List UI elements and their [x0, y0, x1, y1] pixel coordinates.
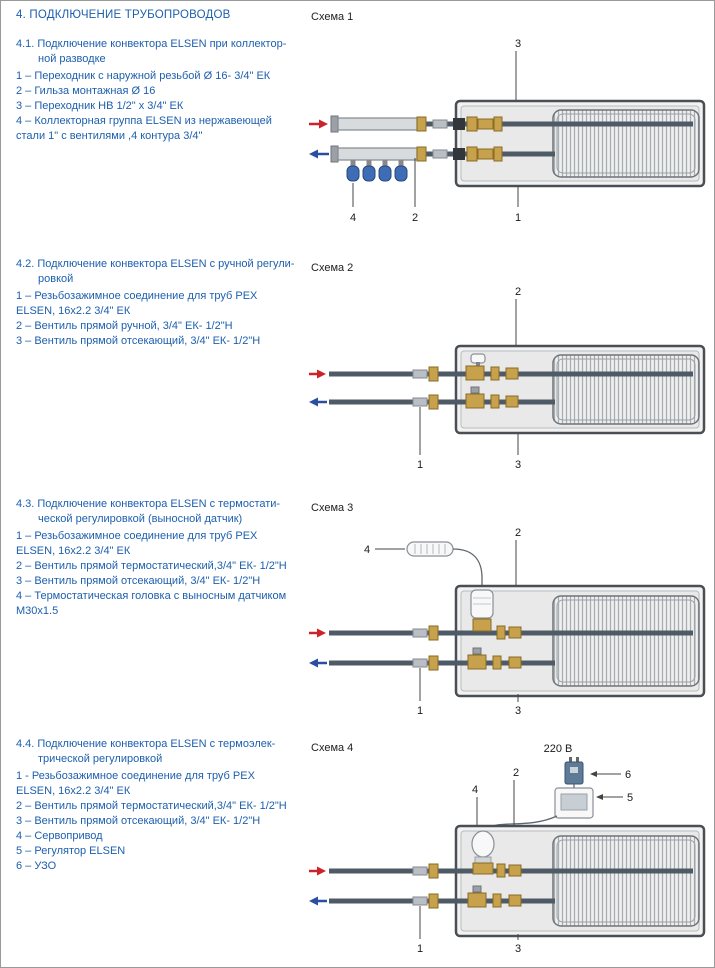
list-item: 2 – Вентиль прямой термостатический,3/4"…	[16, 800, 287, 812]
list-item: 1 - Резьбозажимное соединение для труб P…	[16, 770, 255, 797]
callout-4: 4	[472, 784, 478, 796]
shutoff-valve	[467, 885, 487, 908]
pipe-fittings	[412, 366, 519, 410]
list-item: 1 – Переходник с наружной резьбой Ø 16- …	[16, 70, 271, 82]
remote-sensor	[406, 541, 454, 557]
callout-3: 3	[515, 705, 521, 717]
scheme-4-label: Схема 4	[311, 742, 354, 754]
list-item: 5 – Регулятор ELSEN	[16, 845, 126, 857]
list-item: 3 – Вентиль прямой отсекающий, 3/4" ЕК- …	[16, 575, 261, 587]
list-item: 4 – Термостатическая головка с выносным …	[16, 590, 287, 617]
valve-cap	[470, 386, 480, 394]
supply-arrow	[309, 628, 326, 638]
list-item: 6 – УЗО	[16, 860, 57, 872]
callout-4: 4	[350, 212, 356, 224]
list-item: 3 – Вентиль прямой отсекающий, 3/4" ЕК- …	[16, 815, 261, 827]
callout-6: 6	[625, 769, 631, 781]
thermostatic-valve	[472, 862, 494, 875]
manual-valve	[465, 353, 486, 381]
supply-arrow	[309, 119, 328, 129]
manifold-valve-knobs	[346, 160, 408, 182]
heat-exchanger-fins	[552, 835, 700, 927]
pipe-fittings	[412, 863, 522, 909]
regulator	[554, 787, 594, 819]
mounting-sleeve	[432, 119, 448, 129]
valve-cap	[472, 885, 482, 893]
return-arrow	[309, 896, 327, 906]
section-title: 4.1. Подключение конвектора ELSEN при ко…	[16, 38, 287, 65]
callout-1: 1	[417, 943, 423, 955]
callout-2: 2	[515, 527, 521, 539]
supply-arrow	[309, 369, 326, 379]
regulator-screen	[560, 793, 588, 811]
manifold	[330, 115, 427, 182]
page-title: 4. ПОДКЛЮЧЕНИЕ ТРУБОПРОВОДОВ	[16, 9, 231, 21]
list-item: 2 – Вентиль прямой термостатический,3/4"…	[16, 560, 287, 572]
pipe-fittings	[412, 625, 522, 671]
callout-3: 3	[515, 459, 521, 471]
section-title: 4.3. Подключение конвектора ELSEN с терм…	[16, 498, 281, 525]
list-item: 1 – Резьбозажимное соединение для труб P…	[16, 290, 258, 317]
valve-handwheel	[470, 353, 486, 364]
list-item: 2 – Гильза монтажная Ø 16	[16, 85, 156, 97]
callout-5: 5	[627, 792, 633, 804]
list-item: 3 – Переходник НВ 1/2" х 3/4" ЕК	[16, 100, 184, 112]
scheme-3-label: Схема 3	[311, 502, 354, 514]
shutoff-valve	[465, 386, 485, 409]
scheme-3-diagram: 4 2	[309, 527, 706, 717]
section-4-2: 4.2. Подключение конвектора ELSEN с ручн…	[16, 257, 308, 349]
compression-fitting	[412, 896, 428, 906]
section-title: 4.4. Подключение конвектора ELSEN с терм…	[16, 738, 276, 765]
pipe-fittings	[432, 116, 503, 162]
callout-1: 1	[515, 212, 521, 224]
compression-fitting	[412, 866, 428, 876]
capillary-tube	[452, 548, 483, 589]
callout-3: 3	[515, 38, 521, 50]
callout-2: 2	[515, 286, 521, 298]
voltage-label: 220 В	[544, 743, 573, 755]
callout-4: 4	[364, 544, 370, 556]
list-item: 4 – Сервопривод	[16, 830, 103, 842]
heat-exchanger-fins	[552, 354, 700, 425]
supply-arrow	[309, 866, 326, 876]
valve-cap	[472, 647, 482, 655]
rcd-device	[564, 757, 584, 785]
compression-fitting	[412, 628, 428, 638]
section-4-4: 4.4. Подключение конвектора ELSEN с терм…	[16, 737, 308, 874]
mounting-sleeve	[432, 149, 448, 159]
compression-fitting	[412, 369, 428, 379]
section-4-3: 4.3. Подключение конвектора ELSEN с терм…	[16, 497, 308, 619]
callout-1: 1	[417, 705, 423, 717]
list-item: 2 – Вентиль прямой ручной, 3/4" ЕК- 1/2"…	[16, 320, 233, 332]
servo-drive	[471, 830, 495, 875]
section-4-1: 4.1. Подключение конвектора ELSEN при ко…	[16, 37, 308, 144]
scheme-2-label: Схема 2	[311, 262, 354, 274]
return-arrow	[309, 658, 327, 668]
list-item: 4 – Коллекторная группа ELSEN из нержаве…	[16, 115, 272, 142]
compression-fitting	[412, 397, 428, 407]
list-item: 1 – Резьбозажимное соединение для труб P…	[16, 530, 258, 557]
callout-3: 3	[515, 943, 521, 955]
callout-6-arrowhead	[590, 771, 597, 777]
callout-2: 2	[513, 767, 519, 779]
section-title: 4.2. Подключение конвектора ELSEN с ручн…	[16, 258, 295, 285]
callout-2: 2	[412, 212, 418, 224]
scheme-2-diagram: 2	[309, 286, 706, 471]
heat-exchanger-fins	[552, 595, 700, 687]
compression-fitting	[412, 658, 428, 668]
thermostatic-valve	[472, 618, 492, 632]
scheme-1-diagram: 3	[309, 38, 706, 224]
heat-exchanger-fins	[552, 109, 700, 178]
return-arrow	[309, 149, 329, 159]
list-item: 3 – Вентиль прямой отсекающий, 3/4" ЕК- …	[16, 335, 261, 347]
callout-5-arrowhead	[596, 794, 603, 800]
scheme-4-diagram: 220 В 6 5 2 4	[309, 743, 706, 955]
return-arrow	[309, 397, 327, 407]
scheme-1-label: Схема 1	[311, 11, 354, 23]
thermostatic-head	[470, 589, 494, 632]
shutoff-valve	[467, 647, 487, 670]
callout-1: 1	[417, 459, 423, 471]
